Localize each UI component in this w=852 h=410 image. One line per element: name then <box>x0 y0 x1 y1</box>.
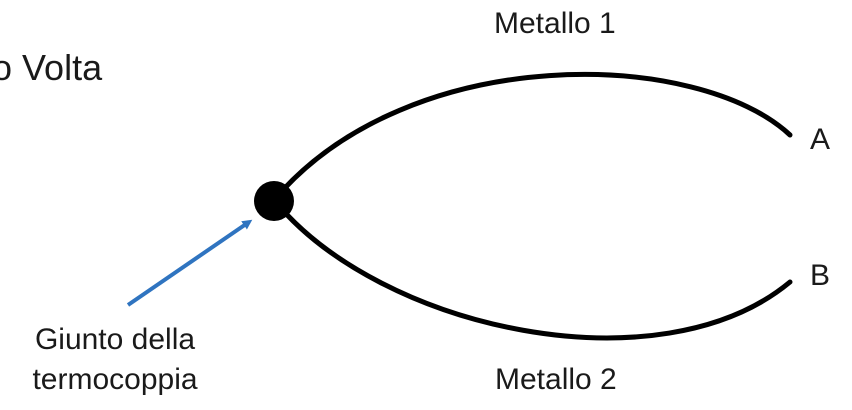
metal-1-wire <box>271 71 793 203</box>
junction-label-line-2: termocoppia <box>32 363 198 396</box>
terminal-b-label: B <box>810 259 831 292</box>
junction-pointer-arrow <box>126 219 253 307</box>
junction-label: Giunto della termocoppia <box>0 320 230 400</box>
terminal-a-label: A <box>810 123 831 156</box>
metal-1-label: Metallo 1 <box>494 7 616 40</box>
junction-dot <box>254 181 294 221</box>
slide-title-fragment: o Volta <box>0 47 103 88</box>
junction-label-line-1: Giunto della <box>34 323 196 356</box>
metal-2-label: Metallo 2 <box>495 363 617 396</box>
metal-2-wire <box>271 197 793 341</box>
